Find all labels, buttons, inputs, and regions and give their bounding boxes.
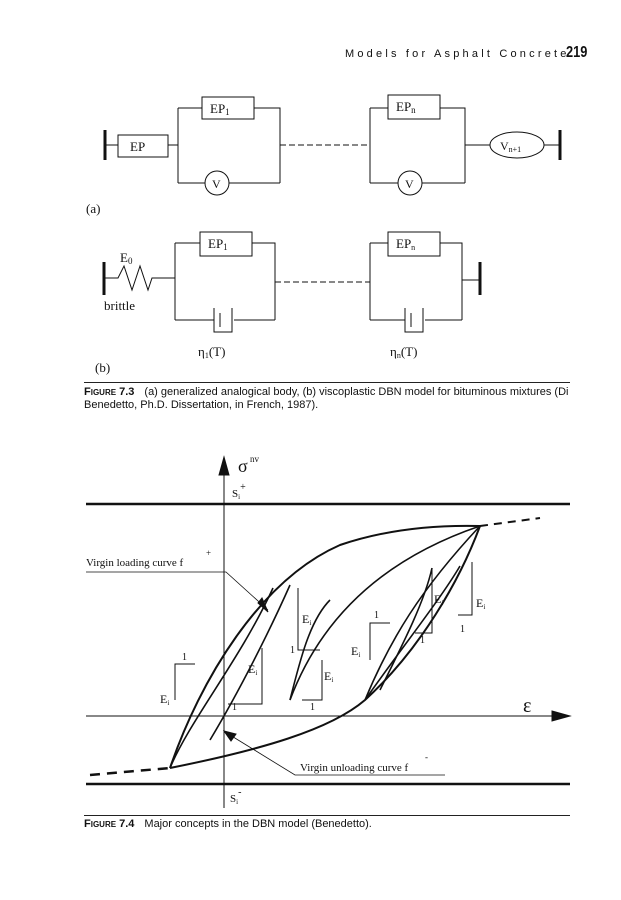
svg-text:Ei: Ei	[476, 596, 485, 611]
figure-7-4-caption: Figure 7.4 Major concepts in the DBN mode…	[84, 818, 584, 831]
svg-text:V: V	[405, 177, 414, 191]
caption-label: Figure 7.3	[84, 386, 135, 398]
svg-text:V: V	[212, 177, 221, 191]
panel-b-label: (b)	[95, 360, 110, 375]
caption-rule	[84, 382, 570, 383]
caption-text: (a) generalized analogical body, (b) vis…	[84, 386, 569, 411]
svg-text:EP1: EP1	[210, 101, 230, 117]
page-number: 219	[566, 44, 588, 61]
svg-text:Ei: Ei	[324, 669, 333, 684]
svg-text:Virgin loading curve f: Virgin loading curve f	[86, 557, 184, 569]
svg-text:η1(T): η1(T)	[198, 344, 225, 360]
svg-text:+: +	[206, 548, 211, 558]
svg-text:Si+: Si+	[232, 482, 246, 501]
svg-text:EPn: EPn	[396, 236, 415, 252]
svg-text:E0: E0	[120, 250, 133, 266]
ep-element	[117, 134, 169, 158]
svg-text:Ei: Ei	[160, 692, 169, 707]
svg-text:Ei: Ei	[248, 662, 257, 677]
caption-label: Figure 7.4	[84, 818, 135, 830]
svg-text:brittle: brittle	[104, 298, 135, 313]
diagram-a: EP EP1 V EPn V Vn+1 (a)	[86, 94, 562, 216]
svg-text:Si-: Si-	[230, 787, 241, 806]
svg-text:σ: σ	[238, 456, 248, 476]
svg-text:Virgin unloading curve f: Virgin unloading curve f	[300, 762, 409, 774]
svg-text:Ei: Ei	[351, 644, 360, 659]
diagram-b: E0 brittle EP1 η1(T) EPn ηn(T) (b)	[95, 231, 482, 375]
svg-text:Ei: Ei	[434, 592, 443, 607]
figure-7-4-diagram: σ nv Si+ Si- ε Ei 1 Ei 1 Ei 1 Ei	[86, 454, 572, 808]
svg-text:1: 1	[290, 645, 295, 656]
svg-text:ηn(T): ηn(T)	[390, 344, 417, 360]
ep-label: EP	[130, 139, 145, 154]
svg-text:1: 1	[460, 624, 465, 635]
figure-7-3-caption: Figure 7.3(a) generalized analogical bod…	[84, 386, 584, 412]
caption-text: Major concepts in the DBN model (Benedet…	[144, 818, 372, 830]
caption-rule	[84, 815, 570, 816]
svg-text:1: 1	[182, 652, 187, 663]
svg-text:1: 1	[310, 702, 315, 713]
svg-text:Ei: Ei	[302, 612, 311, 627]
svg-text:-: -	[425, 752, 428, 762]
svg-text:1: 1	[420, 635, 425, 646]
svg-text:1: 1	[374, 610, 379, 621]
svg-text:EPn: EPn	[396, 99, 416, 115]
svg-text:1: 1	[232, 702, 237, 713]
running-title: Models for Asphalt Concrete	[345, 48, 570, 60]
panel-a-label: (a)	[86, 201, 100, 216]
svg-text:Vn+1: Vn+1	[500, 139, 521, 154]
svg-text:ε: ε	[523, 695, 531, 717]
svg-text:EP1: EP1	[208, 236, 228, 252]
svg-text:nv: nv	[250, 454, 260, 464]
